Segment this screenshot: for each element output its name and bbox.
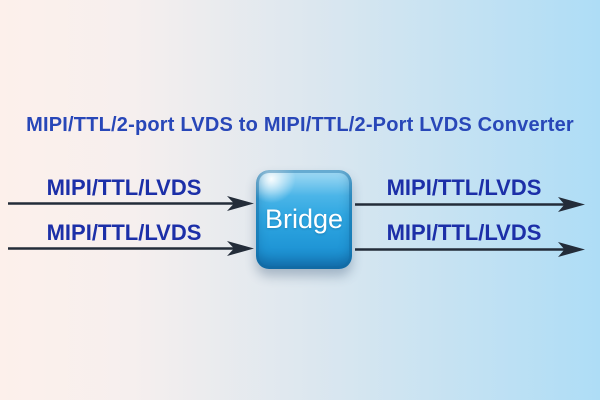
output-arrow-1: [355, 197, 585, 212]
arrowhead-icon: [227, 241, 254, 256]
output-signal-label-1: MIPI/TTL/LVDS: [386, 175, 542, 200]
input-signal-label-1: MIPI/TTL/LVDS: [46, 175, 202, 200]
input-arrow-2: [8, 241, 254, 256]
bridge-block: Bridge: [256, 170, 352, 269]
input-signal-label-2: MIPI/TTL/LVDS: [46, 220, 202, 245]
output-arrow-2: [355, 242, 585, 257]
arrowhead-icon: [227, 196, 254, 211]
arrowhead-icon: [558, 242, 585, 257]
diagram-title: MIPI/TTL/2-port LVDS to MIPI/TTL/2-Port …: [26, 114, 574, 136]
output-signal-label-2: MIPI/TTL/LVDS: [386, 220, 542, 245]
input-arrow-1: [8, 196, 254, 211]
bridge-label: Bridge: [264, 204, 344, 234]
arrowhead-icon: [558, 197, 585, 212]
